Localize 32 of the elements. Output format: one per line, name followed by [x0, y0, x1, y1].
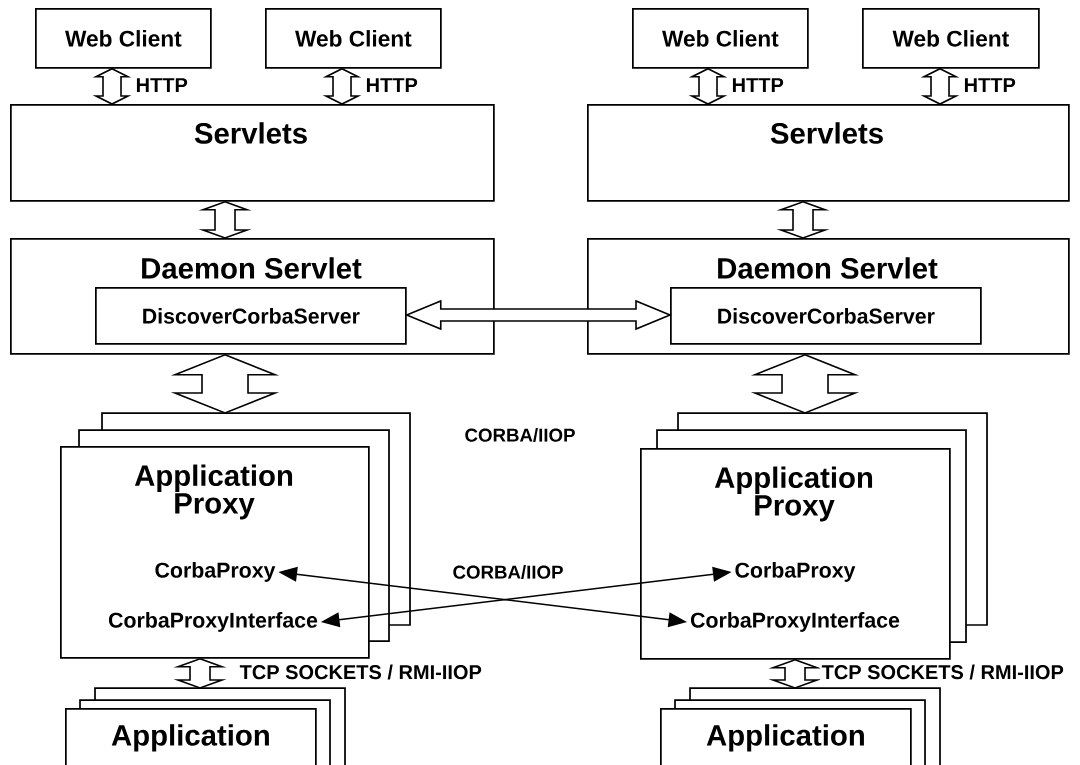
component-box: DiscoverCorbaServer [95, 287, 407, 345]
component-box: Web Client [265, 8, 442, 69]
double-arrow [173, 657, 227, 689]
component-box: Servlets [587, 104, 1070, 202]
double-arrow [688, 67, 728, 105]
component-box: Servlets [10, 104, 495, 202]
component-box: Web Client [632, 8, 809, 69]
component-box: Web Client [35, 8, 212, 69]
double-arrow [776, 200, 830, 239]
edge-label: TCP SOCKETS / RMI-IIOP [238, 663, 484, 681]
stacked-box: Application [660, 687, 941, 765]
edge-label: HTTP [364, 76, 420, 94]
component-label: CorbaProxy [735, 562, 856, 582]
stacked-box: Application [65, 687, 346, 765]
double-arrow [750, 353, 860, 414]
double-arrow [768, 658, 822, 689]
edge-label: CORBA/IIOP [451, 563, 565, 581]
component-label: CorbaProxyInterface [108, 612, 318, 632]
edge-label: TCP SOCKETS / RMI-IIOP [820, 663, 1066, 681]
component-label: CorbaProxy [155, 562, 276, 582]
double-arrow [920, 67, 960, 105]
edge-label: HTTP [730, 76, 786, 94]
component-box: DiscoverCorbaServer [670, 287, 982, 345]
double-arrow [198, 200, 252, 239]
double-arrow [170, 353, 280, 414]
double-arrow [322, 67, 362, 105]
edge-label: HTTP [134, 76, 190, 94]
edge-label: HTTP [962, 76, 1018, 94]
protocol-label: CORBA/IIOP [465, 428, 575, 442]
component-label: CorbaProxyInterface [690, 612, 900, 632]
component-box: Web Client [862, 8, 1040, 69]
double-arrow [92, 67, 132, 105]
